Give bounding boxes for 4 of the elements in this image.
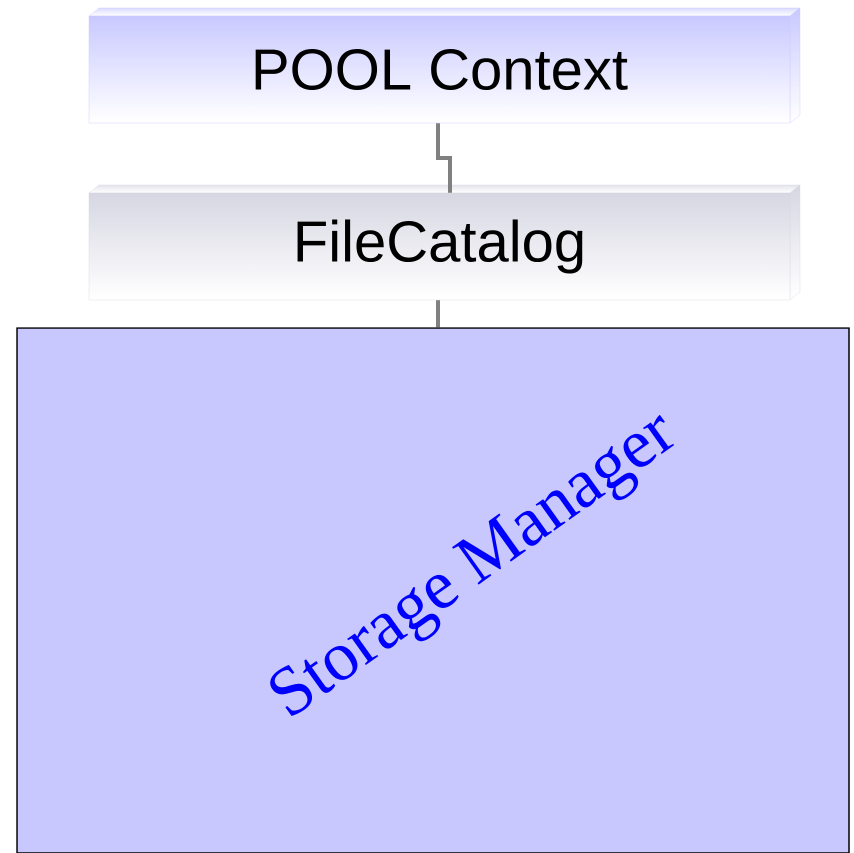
component-box: FileCatalog: [88, 184, 800, 300]
connector-line: [436, 300, 440, 328]
connector-line: [436, 123, 452, 193]
component-box: POOL Context: [88, 8, 800, 124]
